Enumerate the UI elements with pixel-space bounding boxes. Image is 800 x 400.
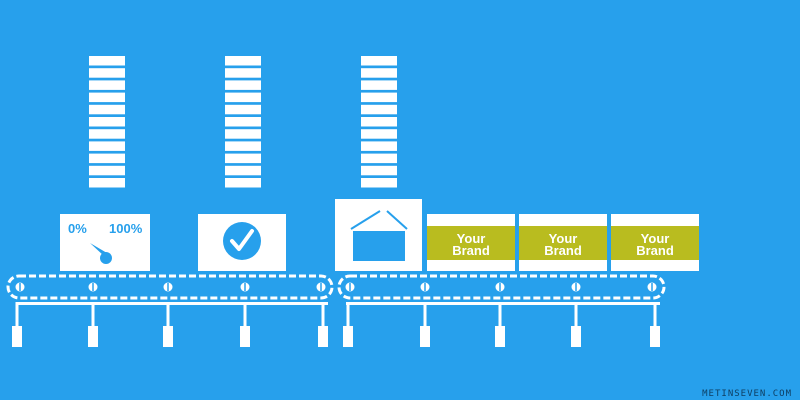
stack-sheet: [361, 178, 397, 188]
stack-sheet: [89, 153, 125, 164]
label-band: [611, 226, 699, 260]
stack-sheet: [361, 92, 397, 103]
hopper-stack: [225, 56, 261, 188]
stack-sheet: [89, 104, 125, 115]
conveyor-legs: [12, 302, 660, 347]
conveyor-belt-right: [337, 274, 666, 300]
conveyor-roller: [345, 282, 355, 292]
stack-sheet: [89, 141, 125, 151]
checkmark-circle-icon: [223, 222, 261, 260]
label-line-1: Your: [457, 231, 486, 246]
label-line-2: Brand: [544, 243, 582, 258]
label-line-2: Brand: [636, 243, 674, 258]
stack-sheet: [225, 178, 261, 188]
conveyor-leg: [163, 302, 173, 347]
open-box-icon: [350, 210, 408, 261]
hopper-stack: [89, 56, 125, 188]
credit-text: METINSEVEN.COM: [702, 389, 792, 399]
conveyor-roller: [495, 282, 505, 292]
conveyor-belt-left: [6, 274, 334, 300]
stack-sheet: [225, 129, 261, 139]
conveyor-leg: [240, 302, 250, 347]
stack-sheet: [89, 178, 125, 188]
label-line-1: Your: [549, 231, 578, 246]
stack-sheet: [89, 129, 125, 139]
gauge-min-label: 0%: [68, 221, 87, 236]
conveyor-roller: [163, 282, 173, 292]
conveyor-leg: [88, 302, 98, 347]
stack-sheet: [225, 117, 261, 127]
conveyor-rollers: [15, 282, 657, 292]
stack-sheet: [361, 56, 397, 66]
conveyor-roller: [647, 282, 657, 292]
stack-sheet: [225, 92, 261, 103]
conveyor-leg: [571, 302, 581, 347]
stack-sheet: [225, 80, 261, 90]
gauge-max-label: 100%: [109, 221, 143, 236]
conveyor-leg: [318, 302, 328, 347]
stack-sheet: [361, 68, 397, 78]
gauge-icon: [90, 243, 112, 264]
stack-sheet: [361, 129, 397, 139]
stack-sheet: [225, 141, 261, 151]
stack-sheet: [89, 165, 125, 176]
label-band: [519, 226, 607, 260]
stack-sheet: [225, 68, 261, 78]
stack-sheet: [361, 104, 397, 115]
hopper-stacks: [89, 56, 397, 188]
stack-sheet: [361, 80, 397, 90]
leg-rail: [16, 302, 328, 305]
stack-sheet: [225, 56, 261, 66]
gauge-machine: 0% 100%: [60, 214, 150, 271]
conveyor-leg: [343, 302, 353, 347]
check-machine: [198, 214, 286, 271]
label-line-1: Your: [641, 231, 670, 246]
conveyor-leg: [650, 302, 660, 347]
stack-sheet: [89, 92, 125, 103]
stack-sheet: [225, 165, 261, 176]
conveyor-roller: [316, 282, 326, 292]
conveyor-roller: [240, 282, 250, 292]
conveyor-roller: [571, 282, 581, 292]
conveyor-leg: [12, 302, 22, 347]
stack-sheet: [225, 153, 261, 164]
stack-sheet: [361, 165, 397, 176]
conveyor-leg: [420, 302, 430, 347]
conveyor-roller: [15, 282, 25, 292]
label-line-2: Brand: [452, 243, 490, 258]
conveyor-leg: [495, 302, 505, 347]
box-machine: [335, 199, 422, 271]
stack-sheet: [361, 117, 397, 127]
stack-sheet: [89, 68, 125, 78]
hopper-stack: [361, 56, 397, 188]
conveyor-roller: [420, 282, 430, 292]
stack-sheet: [89, 56, 125, 66]
label-band: [427, 226, 515, 260]
stack-sheet: [89, 117, 125, 127]
stack-sheet: [225, 104, 261, 115]
stack-sheet: [361, 153, 397, 164]
stack-sheet: [89, 80, 125, 90]
stack-sheet: [361, 141, 397, 151]
conveyor-roller: [88, 282, 98, 292]
leg-rail: [346, 302, 660, 305]
